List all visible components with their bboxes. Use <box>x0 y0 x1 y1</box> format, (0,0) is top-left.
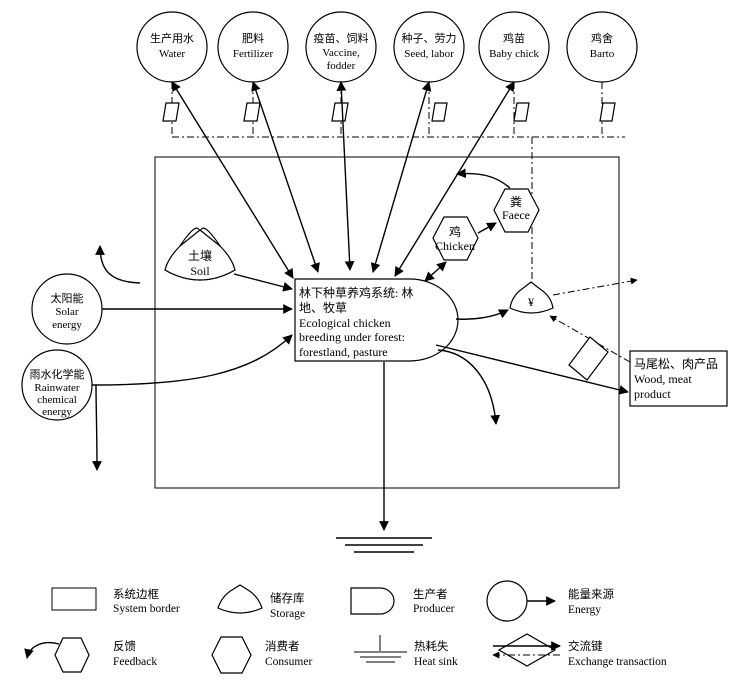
legend-energy-en: Energy <box>568 604 601 616</box>
source-fertilizer-en: Fertilizer <box>233 48 274 60</box>
faece-zh: 粪 <box>510 195 522 209</box>
source-chick-zh: 鸡苗 <box>503 31 525 45</box>
legend-heatsink-zh: 热耗失 <box>414 640 449 653</box>
output-product-box: 马尾松、肉产品 Wood, meat product <box>629 350 728 407</box>
legend-border-en: System border <box>113 603 180 615</box>
source-water-en: Water <box>159 48 185 60</box>
source-vaccine-en-2: fodder <box>327 60 356 72</box>
producer-line-5: forestland, pasture <box>299 345 388 359</box>
solar-en-1: Solar <box>55 306 79 318</box>
source-vaccine-zh: 疫苗、饲料 <box>314 31 369 45</box>
faece-consumer: 粪 Faece <box>493 188 540 233</box>
legend-feedback-symbol <box>24 637 90 673</box>
output-line-1: 马尾松、肉产品 <box>634 357 718 371</box>
producer-line-4: breeding under forest: <box>299 330 405 344</box>
legend-heatsink-en: Heat sink <box>414 656 458 668</box>
legend-producer-symbol <box>350 587 395 615</box>
legend-border-zh: 系统边框 <box>113 587 159 601</box>
faece-en: Faece <box>502 208 530 222</box>
legend-feedback-zh: 反馈 <box>113 640 136 653</box>
solar-en-2: energy <box>52 319 82 331</box>
soil-en: Soil <box>190 264 210 278</box>
source-rainwater: 雨水化学能 Rainwater chemical energy <box>21 349 93 421</box>
chicken-consumer: 鸡 Chicken <box>432 216 479 261</box>
legend-producer-en: Producer <box>413 603 455 615</box>
legend-storage-zh: 储存库 <box>270 591 305 605</box>
rain-en-2: chemical <box>37 394 77 406</box>
producer-line-3: Ecological chicken <box>299 316 391 330</box>
producer-line-2: 地、牧草 <box>299 301 347 315</box>
money-storage: ¥ <box>509 281 554 314</box>
legend-feedback-en: Feedback <box>113 656 157 668</box>
source-barto-zh: 鸡舍 <box>591 31 613 45</box>
feedback-curve-bottom <box>92 384 102 471</box>
legend-border-symbol <box>51 587 97 611</box>
legend-producer-zh: 生产者 <box>413 587 448 601</box>
source-fertilizer: 肥料 Fertilizer <box>217 11 289 83</box>
chicken-en: Chicken <box>435 239 475 253</box>
source-solar: 太阳能 Solar energy <box>31 273 103 345</box>
legend: 系统边框 System border 储存库 Storage 生产者 Produ… <box>24 580 667 674</box>
output-flow-product <box>435 344 629 395</box>
feedback-curve-right <box>437 349 501 425</box>
output-line-2: Wood, meat <box>634 372 692 386</box>
source-chick-en: Baby chick <box>489 48 539 60</box>
source-baby-chick: 鸡苗 Baby chick <box>478 11 550 83</box>
heat-sink <box>336 537 432 553</box>
source-water: 生产用水 Water <box>136 11 208 83</box>
source-seed-labor: 种子、劳力 Seed, labor <box>393 11 465 83</box>
source-seed-en: Seed, labor <box>404 48 454 60</box>
money-symbol: ¥ <box>528 295 534 309</box>
source-seed-zh: 种子、劳力 <box>402 31 457 45</box>
source-barto: 鸡舍 Barto <box>566 11 638 83</box>
legend-energy-zh: 能量来源 <box>568 587 614 601</box>
legend-consumer-zh: 消费者 <box>265 639 300 653</box>
legend-consumer-symbol <box>211 636 252 674</box>
producer-line-1: 林下种草养鸡系统: 林 <box>299 285 413 300</box>
source-vaccine-fodder: 疫苗、饲料 Vaccine, fodder <box>305 11 377 83</box>
source-water-zh: 生产用水 <box>150 31 194 45</box>
soil-storage: 土壤 Soil <box>164 227 236 281</box>
producer-system: 林下种草养鸡系统: 林 地、牧草 Ecological chicken bree… <box>294 278 459 362</box>
legend-heatsink-symbol <box>354 635 407 663</box>
source-fertilizer-zh: 肥料 <box>242 31 264 45</box>
source-vaccine-en-1: Vaccine, <box>322 47 360 59</box>
legend-exchange-symbol <box>492 633 561 667</box>
legend-storage-symbol <box>217 584 263 614</box>
legend-energy-symbol <box>486 580 528 622</box>
rain-zh: 雨水化学能 <box>30 367 85 381</box>
solar-zh: 太阳能 <box>51 291 84 305</box>
rain-en-1: Rainwater <box>34 382 80 394</box>
rain-en-3: energy <box>42 406 72 418</box>
legend-consumer-en: Consumer <box>265 656 312 668</box>
source-barto-en: Barto <box>590 48 615 60</box>
legend-storage-en: Storage <box>270 608 305 620</box>
output-line-3: product <box>634 387 671 401</box>
feedback-curve-top <box>95 245 141 284</box>
chicken-zh: 鸡 <box>449 224 461 239</box>
soil-zh: 土壤 <box>188 248 212 263</box>
legend-exchange-zh: 交流键 <box>568 639 603 653</box>
input-flows <box>171 81 515 279</box>
legend-exchange-en: Exchange transaction <box>568 656 667 668</box>
